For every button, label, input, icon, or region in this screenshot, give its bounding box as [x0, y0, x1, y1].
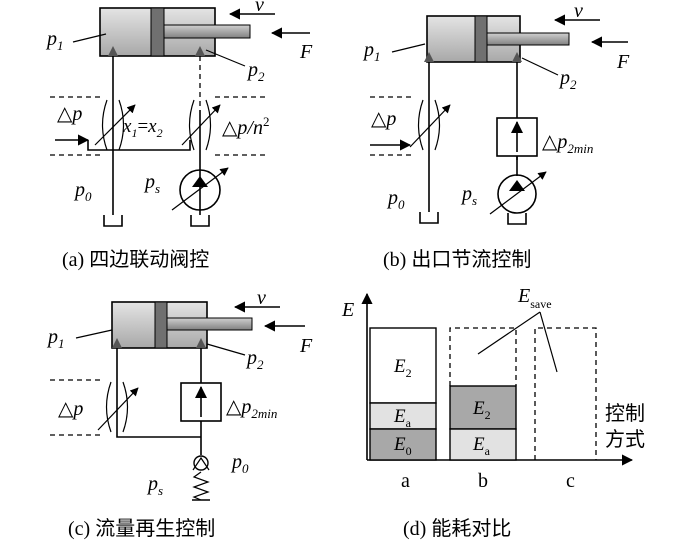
x1-eq-x2-label: x1=x2: [122, 116, 163, 140]
piston: [154, 301, 168, 349]
bar-a-ea: [369, 402, 437, 430]
dp-label: △p: [58, 398, 83, 420]
pump-triangle: [509, 180, 525, 191]
y-axis-label: E: [341, 299, 354, 321]
pump-adjust-arrow: [171, 167, 229, 211]
bar-b-ea-label: Ea: [472, 434, 491, 458]
throttle-right-adjust: [181, 104, 221, 146]
dp2min-label: △p2min: [226, 396, 277, 421]
p1-label: p1: [362, 39, 381, 64]
panel-d: E 控制 方式 E2 Ea E0 E2 Ea Esave a b c (d) 能…: [341, 285, 645, 540]
tank-right: [507, 213, 527, 225]
throttle: [105, 381, 129, 433]
throttle-left-adjust: [94, 104, 136, 146]
piston-rod: [166, 317, 253, 331]
p2-leader: [206, 343, 246, 356]
p1-label: p1: [45, 28, 64, 53]
ps-label: ps: [460, 183, 477, 208]
velocity-label: v: [255, 0, 264, 16]
force-label: F: [299, 335, 313, 357]
bar-a-ea-label: Ea: [393, 406, 412, 430]
throttle-right: [188, 99, 212, 151]
throttle: [417, 99, 441, 151]
dp2min-label: △p2min: [542, 131, 593, 156]
pump-circle: [179, 169, 221, 211]
tank-right: [190, 215, 210, 227]
dp-label: △p: [371, 108, 396, 130]
bar-a-e0: [369, 428, 437, 461]
panel-c: v F p1 p2 △p △p2min ps p0 (c) 流量再生控制: [46, 287, 313, 540]
throttle-adjust: [97, 387, 139, 431]
x-axis-label-line1: 控制: [605, 402, 645, 425]
port-marker-left: [112, 338, 122, 348]
p0-label: p0: [230, 451, 249, 476]
pump-triangle: [192, 176, 208, 187]
piston-rod: [486, 32, 570, 46]
pump-adjust-arrow: [489, 171, 547, 215]
throttle-adjust: [409, 104, 451, 148]
port-marker-left: [424, 52, 434, 62]
p1-label: p1: [46, 326, 65, 351]
bar-a-e2-label: E2: [393, 356, 412, 380]
p2-label: p2: [558, 67, 577, 92]
piston: [150, 7, 165, 57]
tank-left: [103, 215, 123, 227]
bar-c-saved-outline: [534, 327, 597, 460]
p2-label: p2: [246, 59, 265, 84]
bridge-line: [87, 140, 191, 151]
velocity-label: v: [574, 0, 583, 22]
p0-label: p0: [73, 179, 92, 204]
caption-c: (c) 流量再生控制: [68, 517, 215, 540]
check-valve-ball: [193, 455, 209, 471]
bar-b-e2-label: E2: [472, 398, 491, 422]
panel-a: v F p1 p2 △p x1=x2 △p/n2 ps p0: [45, 0, 313, 271]
port-marker-right: [195, 46, 205, 56]
piston-rod: [163, 24, 251, 39]
force-label: F: [616, 51, 630, 73]
esave-leader-c: [539, 311, 558, 373]
p1-leader: [391, 43, 426, 53]
bar-a-e2: [369, 327, 437, 404]
ps-label: ps: [146, 473, 163, 498]
throttle-left: [101, 99, 125, 151]
spring-icon: [192, 471, 210, 501]
port-marker-left: [108, 46, 118, 56]
tank-left: [419, 212, 439, 224]
pump-circle: [497, 174, 537, 214]
ps-label: ps: [143, 171, 160, 196]
valve-arrow: [195, 386, 207, 398]
p1-leader: [72, 33, 107, 43]
valve-arrow: [511, 121, 523, 133]
regen-loop-line: [116, 348, 201, 438]
esave-label: Esave: [517, 285, 552, 311]
velocity-label: v: [257, 287, 266, 309]
port-marker-right: [196, 338, 206, 348]
x-axis-label-line2: 方式: [605, 428, 645, 451]
category-c: c: [566, 470, 575, 492]
caption-d: (d) 能耗对比: [403, 517, 511, 540]
p2-leader: [205, 49, 246, 67]
p2-label: p2: [245, 347, 264, 372]
force-label: F: [299, 41, 313, 63]
dashed-bounds: [370, 96, 415, 156]
esave-leader-b: [477, 311, 541, 355]
caption-b: (b) 出口节流控制: [383, 248, 531, 271]
p2-leader: [521, 57, 559, 76]
bar-b-ea: [449, 428, 517, 461]
bar-b-e2: [449, 385, 517, 430]
category-a: a: [401, 470, 410, 492]
category-b: b: [478, 470, 488, 492]
bar-a-e0-label: E0: [393, 434, 412, 458]
p0-label: p0: [386, 187, 405, 212]
panel-b: v F p1 p2 △p △p2min ps p0 (b) 出口节流控制: [362, 0, 630, 271]
bar-b-saved-outline: [449, 327, 517, 386]
dp-label: △p: [57, 103, 82, 125]
caption-a: (a) 四边联动阀控: [62, 248, 209, 271]
check-valve-seat: [192, 456, 210, 471]
p1-leader: [75, 329, 113, 339]
port-marker-right: [512, 52, 522, 62]
piston: [474, 15, 488, 63]
dp-n2-label: △p/n2: [222, 114, 269, 139]
